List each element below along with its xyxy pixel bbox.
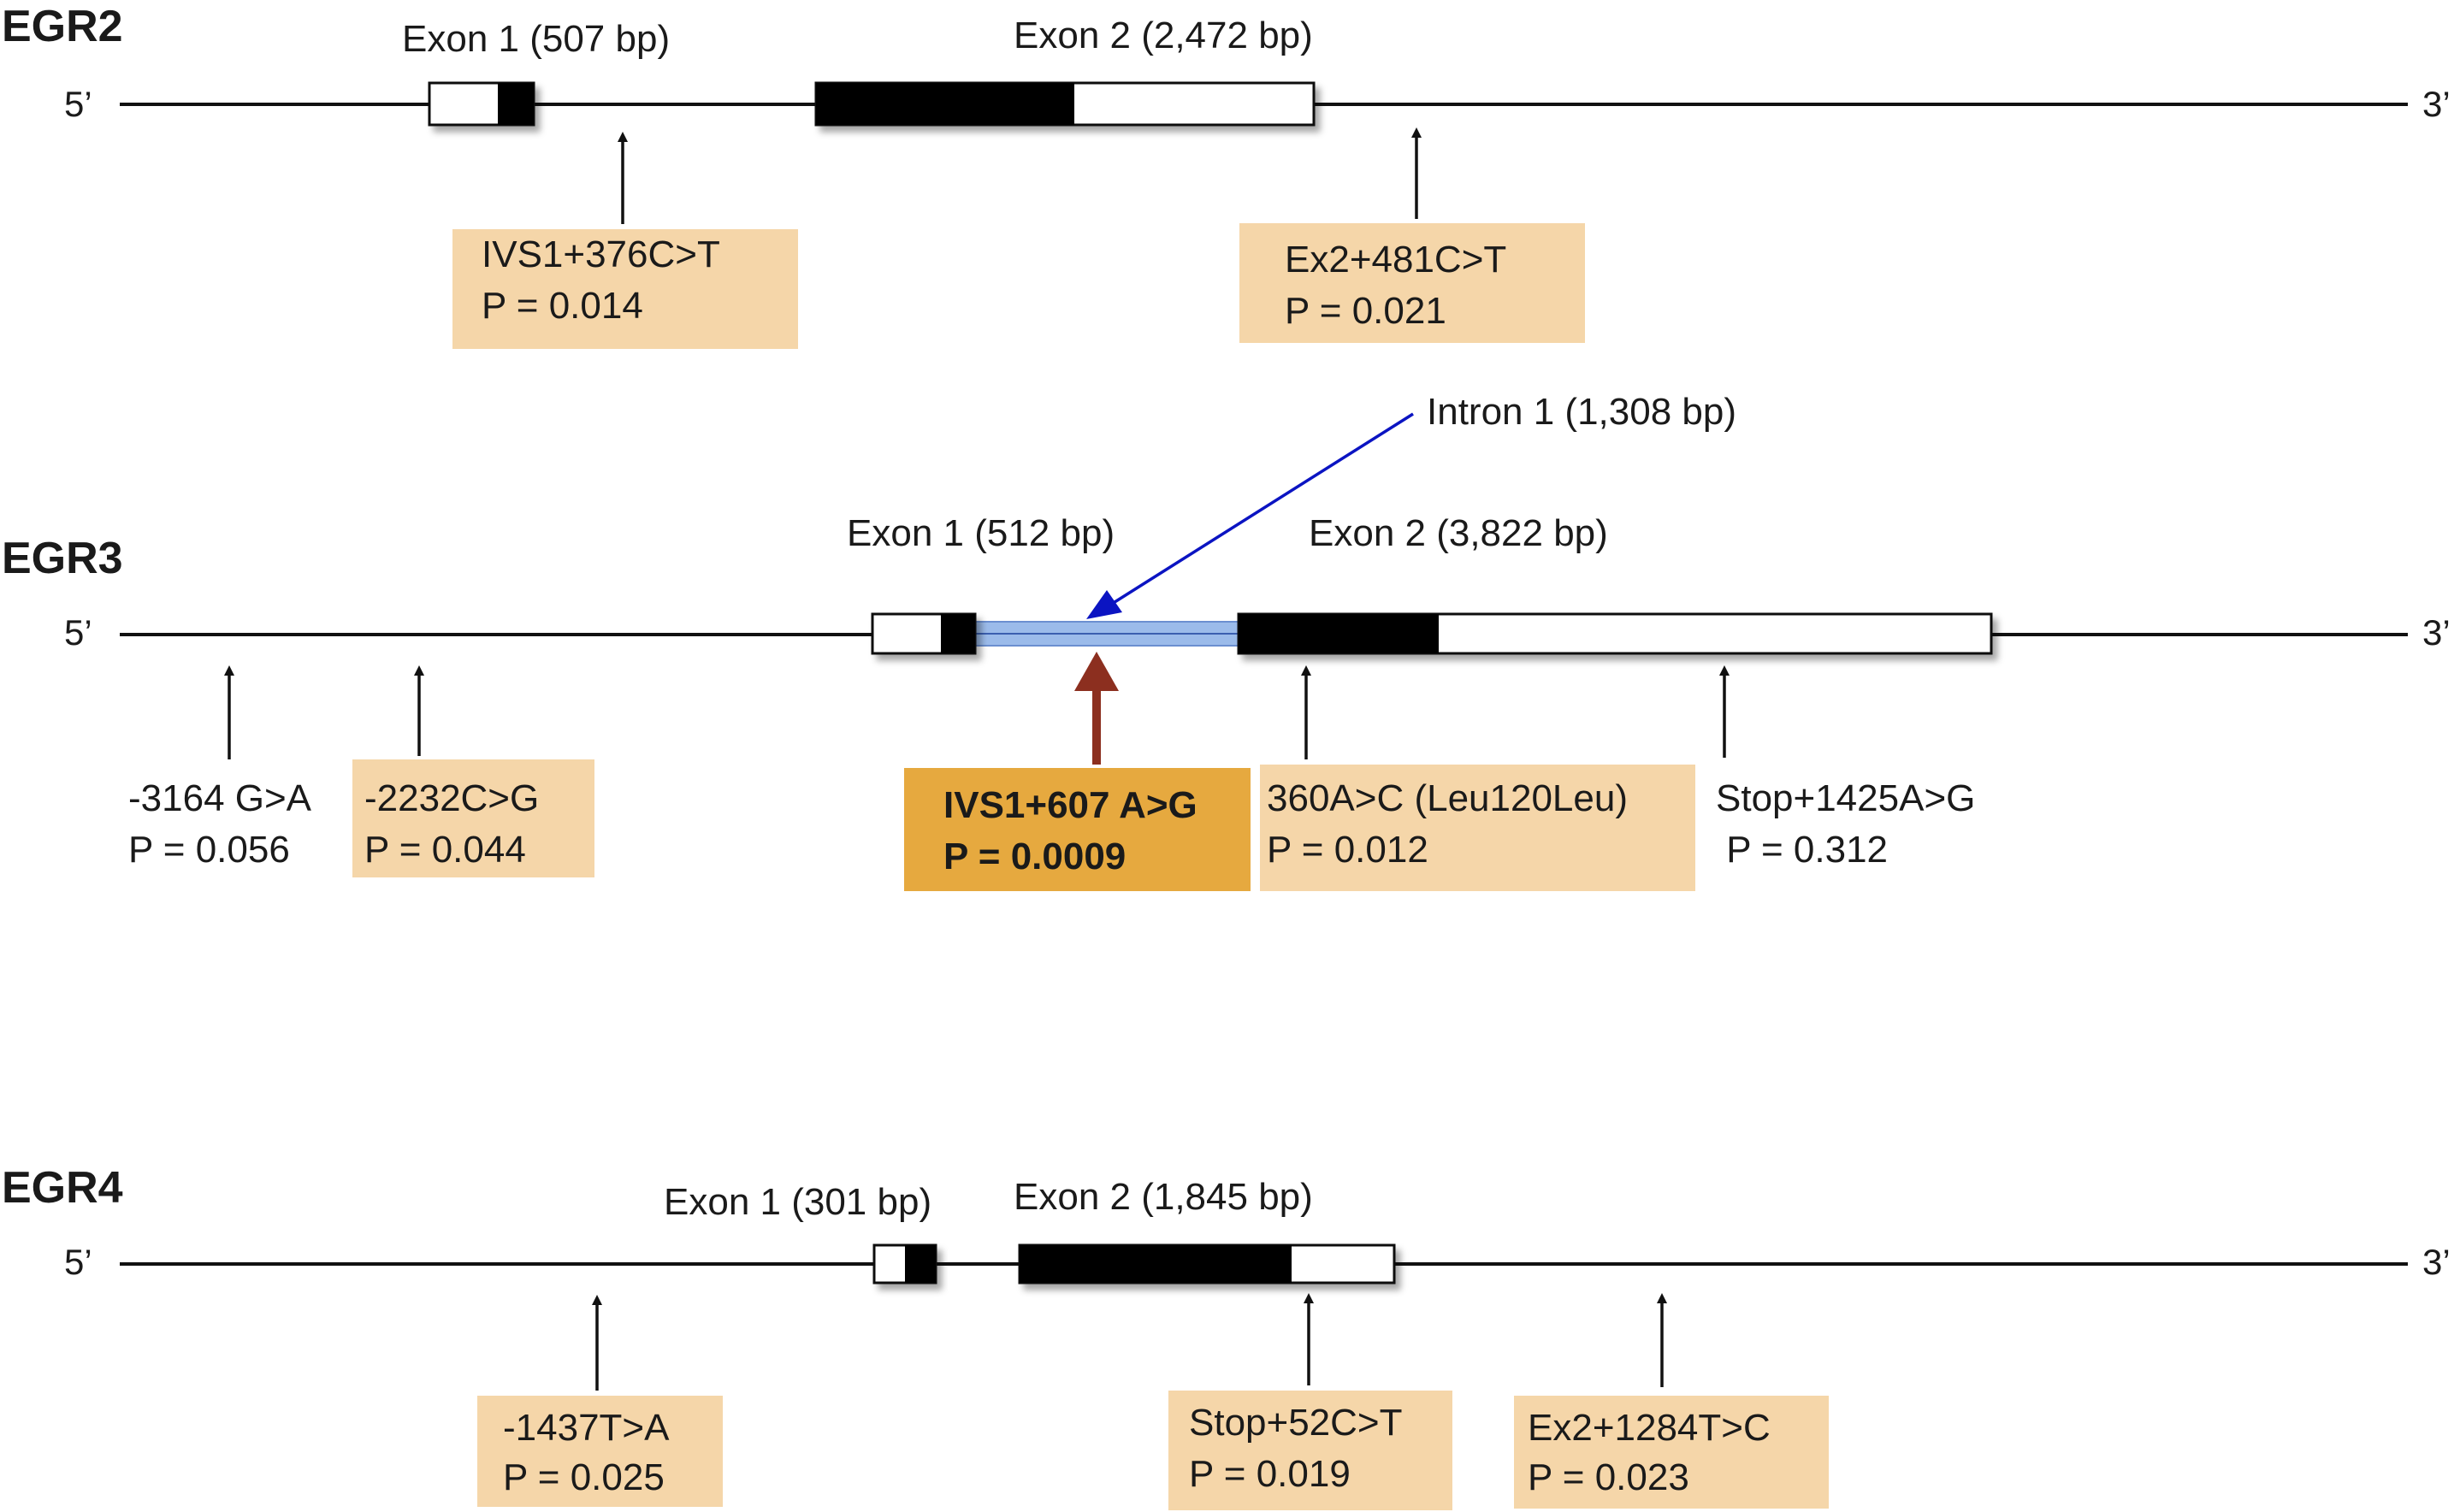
- variant-box: [477, 1396, 723, 1507]
- highlight-variant-box: [904, 768, 1251, 891]
- five-prime-label: 5’: [64, 84, 92, 124]
- variant-name: Ex2+1284T>C: [1528, 1407, 1771, 1449]
- variant-p-value: P = 0.019: [1189, 1453, 1351, 1495]
- highlight-arrowhead: [1074, 652, 1119, 691]
- gene-egr3: EGR3 5’ 3’ Exon 1 (512 bp) Exon 2 (3,822…: [2, 391, 2451, 891]
- variant-p-value: P = 0.044: [364, 829, 526, 871]
- exon-1: [872, 1243, 937, 1285]
- variant-box: [352, 759, 594, 877]
- three-prime-label: 3’: [2422, 1242, 2451, 1282]
- variant-box: [1260, 765, 1695, 891]
- exon-2: [1237, 612, 1993, 655]
- variant-name: 360A>C (Leu120Leu): [1267, 777, 1628, 819]
- variant-p-value: P = 0.056: [128, 829, 290, 871]
- gene-name: EGR2: [2, 2, 123, 51]
- variant-name: -1437T>A: [503, 1407, 670, 1449]
- exon-1: [871, 612, 977, 655]
- variant-name: Stop+1425A>G: [1716, 777, 1975, 819]
- variant-p-value: P = 0.023: [1528, 1456, 1689, 1498]
- exon-1-label: Exon 1 (301 bp): [664, 1181, 931, 1223]
- gene-egr2: EGR2 5’ 3’ Exon 1 (507 bp) Exon 2 (2,472…: [2, 2, 2451, 349]
- five-prime-label: 5’: [64, 612, 92, 653]
- intron-pointer-arrowhead: [1086, 590, 1122, 619]
- intron-pointer-line: [1111, 412, 1414, 605]
- variant-name: Ex2+481C>T: [1285, 239, 1506, 281]
- three-prime-label: 3’: [2422, 84, 2451, 124]
- gene-egr4: EGR4 5’ 3’ Exon 1 (301 bp) Exon 2 (1,845…: [2, 1163, 2451, 1510]
- variant-box: [1239, 223, 1585, 343]
- variant-name: Stop+52C>T: [1189, 1402, 1403, 1444]
- variant-p-value: P = 0.012: [1267, 829, 1428, 871]
- three-prime-label: 3’: [2422, 612, 2451, 653]
- exon-1-label: Exon 1 (507 bp): [402, 18, 670, 60]
- variant-p-value: P = 0.021: [1285, 290, 1446, 332]
- exon-1-label: Exon 1 (512 bp): [847, 512, 1115, 554]
- variant-name: -2232C>G: [364, 777, 539, 819]
- variant-name: IVS1+607 A>G: [943, 784, 1197, 826]
- five-prime-label: 5’: [64, 1242, 92, 1282]
- variant-p-value: P = 0.312: [1716, 829, 1888, 871]
- intron-1-label: Intron 1 (1,308 bp): [1427, 391, 1736, 433]
- variant-box: [1168, 1391, 1452, 1510]
- exon-1: [428, 81, 535, 127]
- exon-2: [1018, 1243, 1396, 1285]
- gene-name: EGR4: [2, 1163, 123, 1213]
- exon-2-label: Exon 2 (2,472 bp): [1014, 15, 1313, 56]
- variant-p-value: P = 0.014: [482, 285, 643, 327]
- variant-box: [1514, 1396, 1829, 1509]
- exon-2: [814, 81, 1316, 127]
- variant-p-value: P = 0.0009: [943, 836, 1126, 877]
- variant-box: [452, 229, 798, 349]
- gene-name: EGR3: [2, 534, 123, 583]
- variant-name: IVS1+376C>T: [482, 233, 720, 275]
- variant-name: -3164 G>A: [128, 777, 312, 819]
- exon-2-label: Exon 2 (1,845 bp): [1014, 1176, 1313, 1218]
- variant-p-value: P = 0.025: [503, 1456, 665, 1498]
- exon-2-label: Exon 2 (3,822 bp): [1309, 512, 1608, 554]
